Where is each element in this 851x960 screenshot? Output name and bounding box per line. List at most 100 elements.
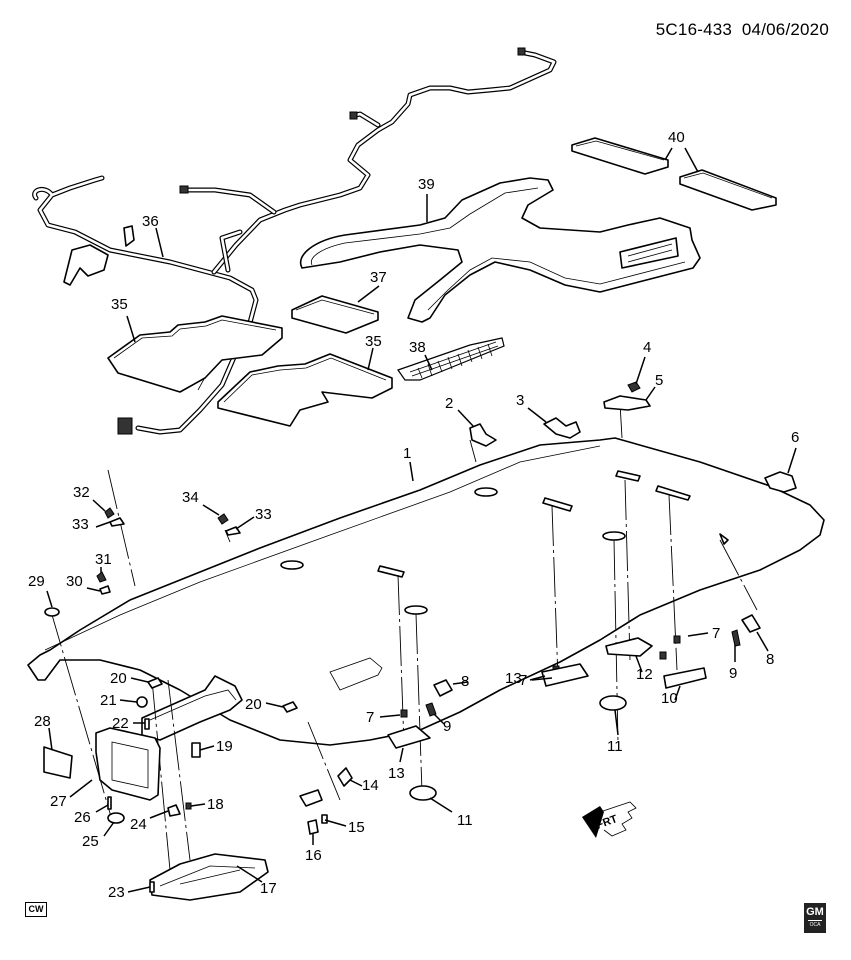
part-34-clip bbox=[217, 513, 229, 525]
callout-33: 33 bbox=[72, 516, 89, 533]
callout-27: 27 bbox=[50, 793, 67, 810]
part-11-bezel bbox=[599, 695, 627, 711]
part-32-clip bbox=[104, 507, 115, 519]
wiring-harness bbox=[32, 47, 557, 435]
part-9-screw bbox=[425, 702, 437, 717]
callout-16: 16 bbox=[305, 847, 322, 864]
callout-7: 7 bbox=[712, 625, 720, 642]
callout-18: 18 bbox=[207, 796, 224, 813]
headliner-pad-38 bbox=[397, 337, 505, 381]
part-6-bracket bbox=[764, 471, 797, 493]
air-duct-39 bbox=[299, 177, 701, 323]
part-14-handle bbox=[299, 789, 323, 807]
callout-1: 1 bbox=[403, 445, 411, 462]
part-20-cover bbox=[147, 677, 163, 689]
callout-9: 9 bbox=[729, 665, 737, 682]
part-9-screw bbox=[731, 629, 741, 647]
callout-8: 8 bbox=[766, 651, 774, 668]
part-13-lamp bbox=[387, 725, 431, 749]
part-14-handle bbox=[337, 767, 353, 787]
part-26-screw bbox=[107, 796, 112, 810]
part-20-cover bbox=[282, 701, 298, 713]
part-18-clip bbox=[185, 802, 192, 810]
callout-22: 22 bbox=[112, 715, 129, 732]
headliner-insulator-left bbox=[107, 315, 283, 393]
callout-19: 19 bbox=[216, 738, 233, 755]
front-direction-arrow-icon: FRT bbox=[582, 801, 637, 838]
part-10-lamp bbox=[663, 667, 707, 689]
part-33-bracket bbox=[109, 517, 125, 527]
callout-31: 31 bbox=[95, 551, 112, 568]
part-4-screw bbox=[627, 381, 641, 393]
part-30-clip bbox=[99, 585, 111, 595]
headliner-pad-40-b bbox=[679, 169, 777, 211]
callouts: 1 2 3 4 5 6 7 7 7 8 8 9 9 10 bbox=[28, 129, 799, 901]
callout-34: 34 bbox=[182, 489, 199, 506]
callout-20: 20 bbox=[245, 696, 262, 713]
callout-13: 13 bbox=[505, 670, 522, 687]
callout-38: 38 bbox=[409, 339, 426, 356]
part-29-clip bbox=[44, 607, 60, 617]
harness-connector bbox=[517, 47, 526, 56]
part-11-bezel bbox=[409, 785, 437, 801]
callout-33: 33 bbox=[255, 506, 272, 523]
part-22-screw bbox=[144, 718, 150, 730]
part-8-clip bbox=[741, 614, 761, 633]
callout-9: 9 bbox=[443, 718, 451, 735]
document-date: 04/06/2020 bbox=[741, 20, 829, 39]
callout-25: 25 bbox=[82, 833, 99, 850]
part-28-label bbox=[43, 746, 73, 779]
callout-7: 7 bbox=[519, 672, 527, 689]
headliner-insulator-right bbox=[217, 353, 393, 427]
callout-12: 12 bbox=[636, 666, 653, 683]
headliner-1 bbox=[27, 437, 825, 746]
part-7-clip bbox=[400, 709, 408, 718]
part-19-cap bbox=[191, 742, 201, 758]
callout-13: 13 bbox=[388, 765, 405, 782]
part-31-clip bbox=[96, 571, 107, 583]
harness-connector bbox=[349, 111, 358, 120]
callout-32: 32 bbox=[73, 484, 90, 501]
part-7-clip bbox=[659, 651, 667, 660]
callout-8: 8 bbox=[461, 673, 469, 690]
harness-clip bbox=[123, 225, 135, 247]
callout-11: 11 bbox=[607, 738, 623, 755]
callout-14: 14 bbox=[362, 777, 379, 794]
part-13-lamp bbox=[541, 663, 589, 687]
part-25-cover bbox=[107, 812, 125, 824]
callout-4: 4 bbox=[643, 339, 651, 356]
callout-35: 35 bbox=[365, 333, 382, 350]
part-7-clip bbox=[673, 635, 681, 644]
part-8-clip bbox=[433, 679, 453, 697]
callout-20: 20 bbox=[110, 670, 127, 687]
part-24-clip bbox=[167, 804, 181, 817]
callout-24: 24 bbox=[130, 816, 147, 833]
callout-17: 17 bbox=[260, 880, 277, 897]
callout-7: 7 bbox=[366, 709, 374, 726]
callout-23: 23 bbox=[108, 884, 125, 901]
document-id: 5C16-433 bbox=[655, 20, 733, 39]
gm-logo: GM OCA bbox=[804, 903, 826, 933]
harness-bracket bbox=[63, 244, 109, 286]
small-parts bbox=[43, 381, 797, 901]
callout-28: 28 bbox=[34, 713, 51, 730]
gm-logo-sub: OCA bbox=[808, 920, 822, 928]
callout-26: 26 bbox=[74, 809, 91, 826]
callout-37: 37 bbox=[370, 269, 387, 286]
part-21-retainer bbox=[136, 696, 148, 708]
callout-21: 21 bbox=[100, 692, 117, 709]
callout-29: 29 bbox=[28, 573, 45, 590]
cw-indicator: CW bbox=[25, 902, 47, 917]
callout-10: 10 bbox=[661, 690, 678, 707]
part-2-clip bbox=[469, 423, 497, 447]
callout-35: 35 bbox=[111, 296, 128, 313]
part-27-sunvisor bbox=[95, 727, 161, 801]
callout-15: 15 bbox=[348, 819, 365, 836]
part-5-lamp bbox=[603, 395, 651, 411]
harness-connector bbox=[117, 417, 133, 435]
gm-logo-main: GM bbox=[806, 906, 824, 918]
callout-3: 3 bbox=[516, 392, 524, 409]
callout-5: 5 bbox=[655, 372, 663, 389]
part-23-screw bbox=[149, 881, 155, 893]
